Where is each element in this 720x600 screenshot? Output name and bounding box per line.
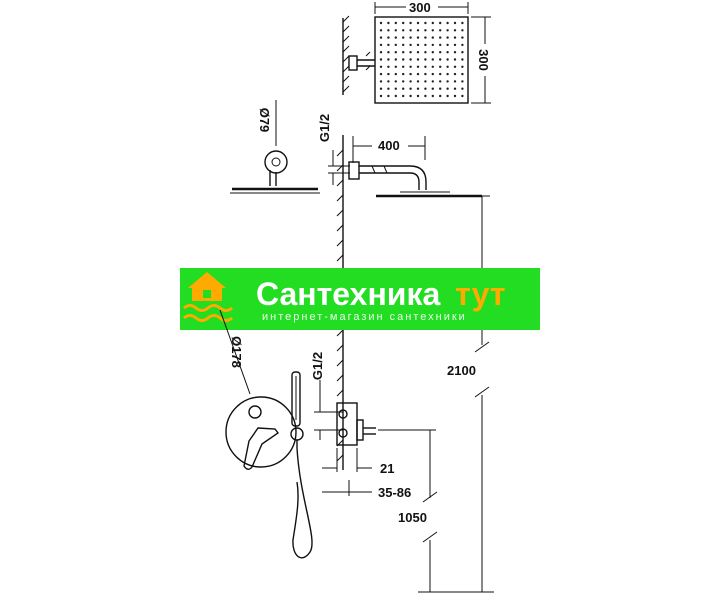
- shower-arm: [348, 161, 482, 198]
- nozzle-grid: [379, 21, 464, 98]
- svg-text:21: 21: [380, 461, 394, 476]
- dim-head-height: 300: [471, 16, 491, 104]
- dim-adjust-range: 35-86: [322, 480, 411, 500]
- svg-text:1050: 1050: [398, 510, 427, 525]
- svg-text:Ø178: Ø178: [229, 336, 244, 368]
- svg-text:400: 400: [378, 138, 400, 153]
- dim-head-width: 300: [374, 0, 469, 15]
- brand-accent: тут: [455, 276, 505, 312]
- watermark-banner: Сантехника тут интернет-магазин сантехни…: [180, 268, 540, 330]
- svg-text:Сантехника тут: Сантехника тут: [256, 276, 506, 312]
- small-shower-head: Ø79: [230, 100, 320, 194]
- dim-arm-length: 400: [352, 136, 426, 163]
- dim-thread-bottom: G1/2: [310, 352, 343, 440]
- brand-main: Сантехника: [256, 276, 440, 312]
- dim-total-height: 2100: [447, 195, 490, 592]
- house-waves-icon: [183, 272, 233, 322]
- mixer-plate: Ø178: [219, 309, 297, 470]
- svg-text:2100: 2100: [447, 363, 476, 378]
- svg-text:Ø79: Ø79: [257, 108, 272, 133]
- svg-text:35-86: 35-86: [378, 485, 411, 500]
- svg-text:300: 300: [476, 49, 491, 71]
- svg-text:G1/2: G1/2: [317, 114, 332, 142]
- svg-text:G1/2: G1/2: [310, 352, 325, 380]
- svg-text:300: 300: [409, 0, 431, 15]
- watermark-band: [180, 268, 540, 330]
- hand-shower: [290, 371, 313, 559]
- wall: [336, 15, 350, 470]
- square-rain-head: [348, 16, 469, 104]
- brand-tagline: интернет-магазин сантехники: [262, 311, 467, 323]
- mixer-body-side: [336, 402, 376, 446]
- dim-thread-top: G1/2: [317, 114, 350, 185]
- dim-recess: 21: [322, 448, 394, 476]
- dim-mixer-height: 1050: [378, 429, 438, 592]
